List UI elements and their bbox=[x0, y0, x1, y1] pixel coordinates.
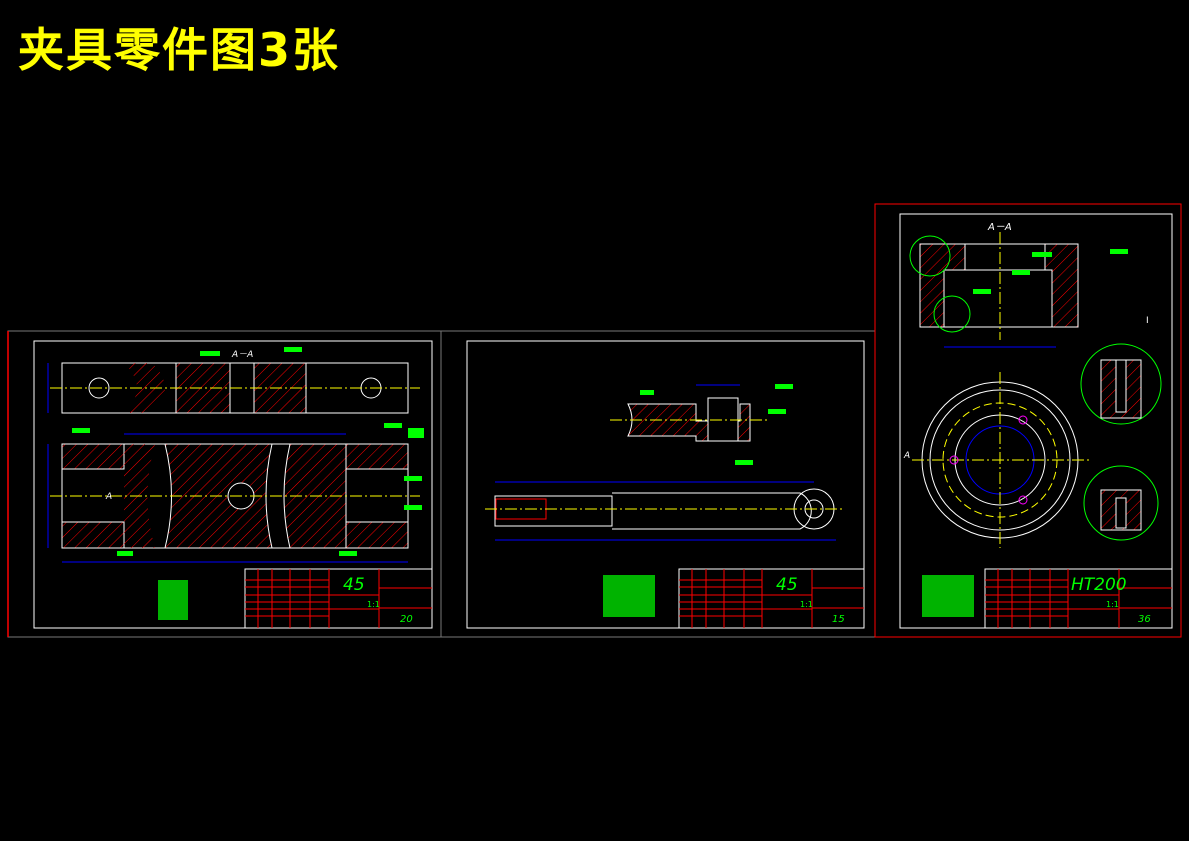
material: 45 bbox=[776, 575, 798, 595]
drawing-number: 36 bbox=[1138, 614, 1151, 625]
title-block-2: 45 1:1 15 bbox=[678, 568, 865, 629]
material: 45 bbox=[343, 575, 365, 595]
detail-label: I bbox=[1146, 316, 1149, 326]
title-block-3: HT200 1:1 36 bbox=[984, 568, 1173, 629]
drawing-number: 20 bbox=[400, 614, 413, 625]
view-label: A bbox=[903, 451, 910, 461]
drawing-number: 15 bbox=[832, 614, 845, 625]
material: HT200 bbox=[1071, 575, 1127, 595]
sheet-3-drawing: A－A A I bbox=[903, 222, 1162, 617]
sheet-frames bbox=[7, 203, 1182, 638]
drawing-title: 夹具零件图3张 bbox=[18, 23, 341, 77]
section-label: A－A bbox=[987, 222, 1012, 233]
section-label: A－A bbox=[231, 350, 253, 360]
title-block-1: 45 1:1 20 bbox=[244, 568, 433, 629]
sheet-2-drawing bbox=[485, 384, 845, 617]
sheet-1-drawing: A－A A bbox=[47, 347, 424, 620]
scale: 1:1 bbox=[367, 600, 380, 609]
scale: 1:1 bbox=[800, 600, 813, 609]
scale: 1:1 bbox=[1106, 600, 1119, 609]
view-label: A bbox=[105, 492, 112, 502]
